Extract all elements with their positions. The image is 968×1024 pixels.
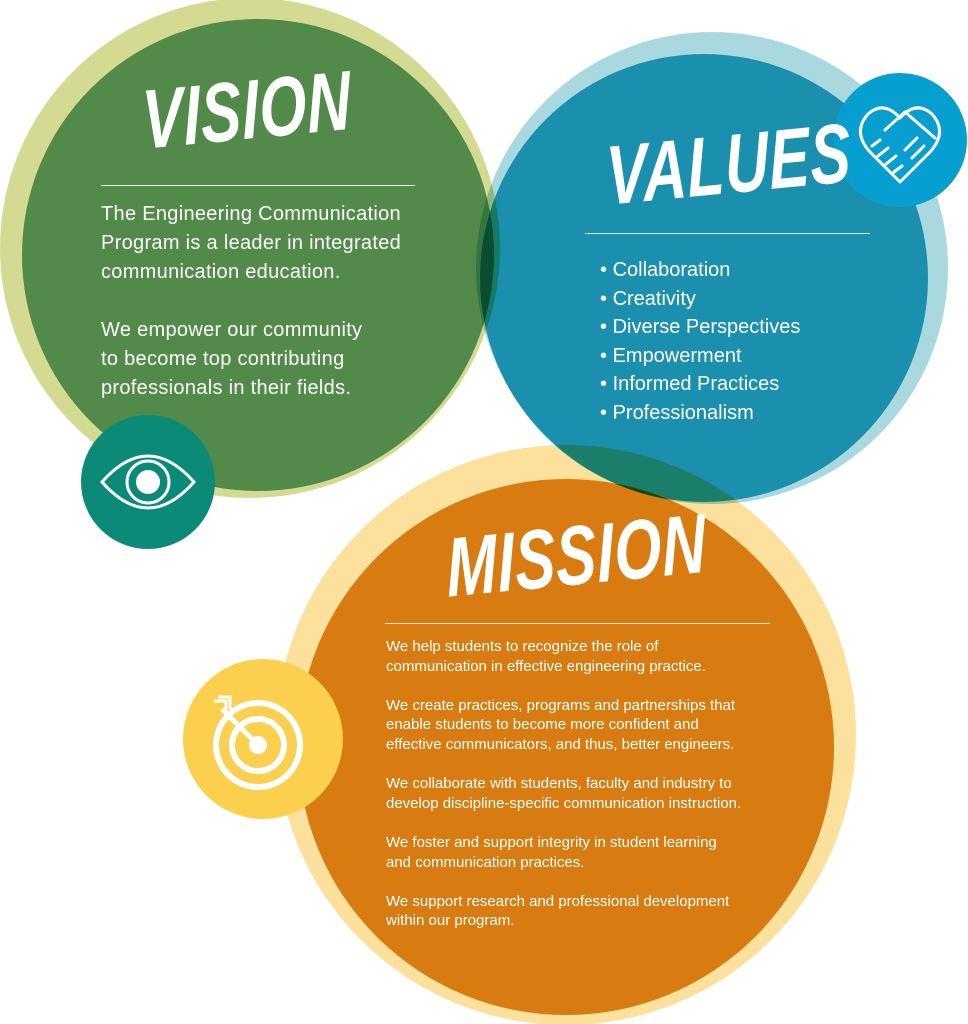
values-item: Informed Practices bbox=[600, 370, 800, 399]
eye-icon bbox=[99, 454, 197, 510]
mission-paragraph: We support research and professional dev… bbox=[386, 892, 730, 930]
vision-text: The Engineering Communication Program is… bbox=[101, 200, 401, 432]
vision-paragraph: The Engineering Communication Program is… bbox=[101, 203, 402, 283]
mission-paragraph: We create practices, programs and partne… bbox=[386, 696, 736, 753]
vision-title: VISION bbox=[140, 52, 354, 167]
mission-paragraph: We foster and support integrity in stude… bbox=[386, 833, 717, 871]
mission-circle bbox=[298, 479, 834, 1015]
values-item: Professionalism bbox=[600, 399, 800, 428]
values-item: Empowerment bbox=[600, 342, 800, 371]
values-divider bbox=[585, 233, 870, 234]
mission-divider bbox=[385, 623, 770, 624]
mission-paragraph: We help students to recognize the role o… bbox=[386, 638, 706, 675]
values-item: Diverse Perspectives bbox=[600, 313, 801, 342]
vision-circle bbox=[22, 19, 494, 491]
handshake-heart-icon bbox=[859, 106, 941, 184]
mission-text: We help students to recognize the role o… bbox=[386, 637, 741, 951]
values-list: Collaboration Creativity Diverse Perspec… bbox=[600, 256, 801, 428]
mission-paragraph: We collaborate with students, faculty an… bbox=[386, 775, 742, 812]
target-icon bbox=[213, 695, 303, 790]
handshake-badge bbox=[833, 73, 967, 207]
values-item: Creativity bbox=[600, 285, 800, 314]
vision-divider bbox=[101, 185, 415, 186]
vision-paragraph: We empower our community to become top c… bbox=[101, 319, 363, 399]
values-item: Collaboration bbox=[600, 256, 800, 285]
